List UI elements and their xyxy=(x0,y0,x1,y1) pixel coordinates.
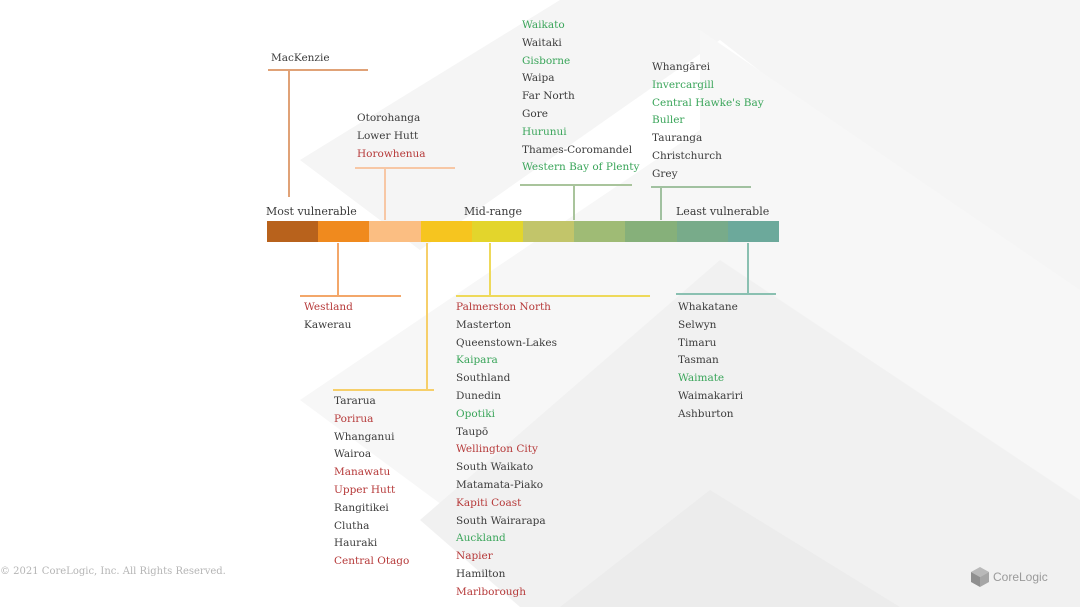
district-name: Gore xyxy=(522,107,548,120)
district-name: Otorohanga xyxy=(357,112,421,124)
corelogic-cube-icon xyxy=(971,567,989,587)
bracket-mackenzie xyxy=(268,69,368,71)
district-name: Wellington City xyxy=(456,443,538,456)
most-vulnerable-label: Most vulnerable xyxy=(266,205,357,218)
connector-tararua xyxy=(426,243,428,389)
district-name: MacKenzie xyxy=(271,52,330,64)
district-name: Buller xyxy=(652,114,685,127)
district-name: Dunedin xyxy=(456,389,501,402)
district-name: Hamilton xyxy=(456,567,506,580)
district-name: Kaipara xyxy=(456,354,498,367)
district-name: Gisborne xyxy=(522,54,571,67)
scale-segment xyxy=(318,221,370,242)
bracket-westland xyxy=(300,295,401,297)
district-name: Porirua xyxy=(334,412,374,425)
district-name: Marlborough xyxy=(456,585,527,598)
district-name: Hurunui xyxy=(522,125,567,138)
district-name: Manawatu xyxy=(334,466,391,479)
district-name: Rangitikei xyxy=(334,501,389,514)
district-name: Westland xyxy=(304,301,353,313)
district-name: Wairoa xyxy=(334,448,372,461)
district-name: Kawerau xyxy=(304,318,352,331)
district-name: Whangārei xyxy=(652,61,711,73)
connector-otorohanga xyxy=(384,168,386,220)
district-name: Taupō xyxy=(456,425,489,438)
district-name: Auckland xyxy=(456,532,506,545)
bracket-tararua xyxy=(333,389,434,391)
district-name: Upper Hutt xyxy=(334,483,396,496)
copyright-text: © 2021 CoreLogic, Inc. All Rights Reserv… xyxy=(0,566,226,577)
connector-waikato xyxy=(573,185,575,220)
scale-segment xyxy=(369,221,421,242)
scale-segment xyxy=(471,221,524,242)
bracket-palmerston xyxy=(456,295,650,297)
district-name: Central Otago xyxy=(334,555,410,568)
district-name: Tauranga xyxy=(652,132,703,145)
district-name: Horowhenua xyxy=(357,147,426,160)
district-name: Southland xyxy=(456,372,511,385)
mid-range-label: Mid-range xyxy=(464,205,522,218)
district-name: Masterton xyxy=(456,318,512,331)
district-name: Waitaki xyxy=(522,36,562,49)
district-name: Christchurch xyxy=(652,149,722,162)
district-name: Thames-Coromandel xyxy=(522,143,633,156)
district-name: Matamata-Piako xyxy=(456,478,544,491)
district-name: Waimakariri xyxy=(678,389,744,402)
connector-westland xyxy=(337,243,339,295)
bracket-otorohanga xyxy=(355,167,455,169)
corelogic-brand: CoreLogic xyxy=(993,570,1048,584)
district-name: Kapiti Coast xyxy=(456,496,522,509)
district-name: South Wairarapa xyxy=(456,514,546,527)
district-name: Whakatane xyxy=(678,301,738,313)
district-name: Tasman xyxy=(678,354,719,367)
scale-segment xyxy=(676,221,728,242)
scale-segment xyxy=(625,221,677,242)
district-name: Timaru xyxy=(678,336,717,349)
district-name: Far North xyxy=(522,90,575,103)
district-name: Hauraki xyxy=(334,537,378,550)
district-name: Ashburton xyxy=(678,407,734,420)
district-name: Waikato xyxy=(522,19,565,31)
least-vulnerable-label: Least vulnerable xyxy=(676,205,770,218)
scale-segment xyxy=(267,221,319,242)
district-name: Napier xyxy=(456,550,493,563)
scale-segment xyxy=(420,221,472,242)
district-name: Waipa xyxy=(522,72,555,85)
scale-segment xyxy=(727,221,780,242)
connector-mackenzie xyxy=(288,70,290,197)
district-name: Clutha xyxy=(334,519,370,532)
district-name: Queenstown-Lakes xyxy=(456,336,557,349)
district-name: Waimate xyxy=(678,372,725,385)
group-mackenzie: MacKenzie xyxy=(271,50,330,68)
connector-whangarei xyxy=(660,187,662,220)
district-name: South Waikato xyxy=(456,461,534,474)
bracket-waikato xyxy=(520,184,632,186)
scale-segment xyxy=(574,221,626,242)
district-name: Invercargill xyxy=(652,78,715,91)
district-name: Tararua xyxy=(334,395,376,407)
corelogic-logo: CoreLogic xyxy=(970,566,1048,588)
district-name: Western Bay of Plenty xyxy=(522,161,640,174)
bracket-whangarei xyxy=(651,186,751,188)
vulnerability-scale xyxy=(267,221,780,242)
scale-segment xyxy=(523,221,575,242)
connector-whakatane xyxy=(747,243,749,295)
bracket-whakatane xyxy=(676,293,776,295)
district-name: Palmerston North xyxy=(456,301,551,313)
district-name: Whanganui xyxy=(334,430,395,443)
district-name: Lower Hutt xyxy=(357,129,419,142)
district-name: Selwyn xyxy=(678,318,717,331)
district-name: Opotiki xyxy=(456,407,495,420)
district-name: Grey xyxy=(652,167,678,180)
district-name: Central Hawke's Bay xyxy=(652,96,764,109)
connector-palmerston xyxy=(489,243,491,295)
